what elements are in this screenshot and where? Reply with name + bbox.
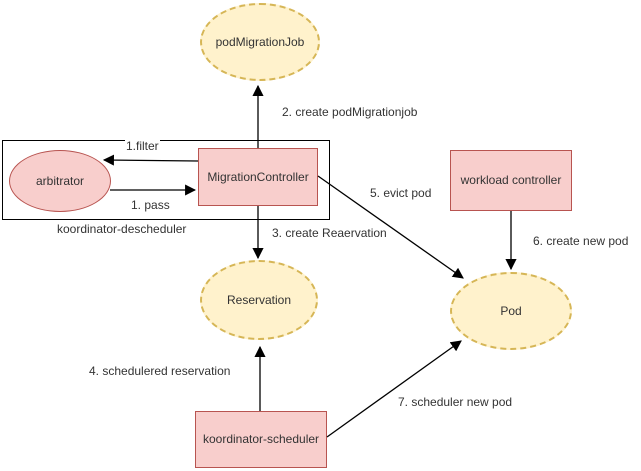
edge-label-filter: 1.filter: [125, 139, 160, 153]
edge-label-create-new-pod: 6. create new pod: [532, 234, 630, 248]
node-reservation: Reservation: [200, 260, 318, 340]
node-koordinator-scheduler: koordinator-scheduler: [195, 411, 327, 468]
node-migrationcontroller-label: MigrationController: [207, 169, 309, 184]
node-migrationcontroller: MigrationController: [198, 148, 318, 206]
node-koordinator-scheduler-label: koordinator-scheduler: [202, 432, 320, 447]
edge-label-scheduler-new-pod: 7. scheduler new pod: [397, 395, 514, 409]
group-label-koordinator-descheduler: koordinator-descheduler: [56, 222, 188, 236]
node-workload-controller-label: workload controller: [460, 173, 562, 188]
edge-label-create-podmigrationjob: 2. create podMigrationjob: [281, 105, 419, 119]
node-reservation-label: Reservation: [226, 292, 292, 307]
node-pod-label: Pod: [500, 303, 522, 318]
edge-label-evict-pod: 5. evict pod: [369, 186, 433, 200]
edge-label-schedulered-reservation: 4. schedulered reservation: [88, 364, 232, 378]
node-arbitrator: arbitrator: [9, 150, 111, 212]
node-arbitrator-label: arbitrator: [35, 173, 85, 188]
node-pod: Pod: [450, 272, 572, 350]
node-podmigrationjob: podMigrationJob: [200, 3, 320, 81]
node-workload-controller: workload controller: [450, 150, 572, 211]
edge-label-create-reservation: 3. create Reaervation: [271, 226, 388, 240]
node-podmigrationjob-label: podMigrationJob: [215, 34, 305, 49]
edge-label-pass: 1. pass: [130, 198, 171, 212]
edge-scheduler-new-pod-arrow: [326, 340, 462, 438]
